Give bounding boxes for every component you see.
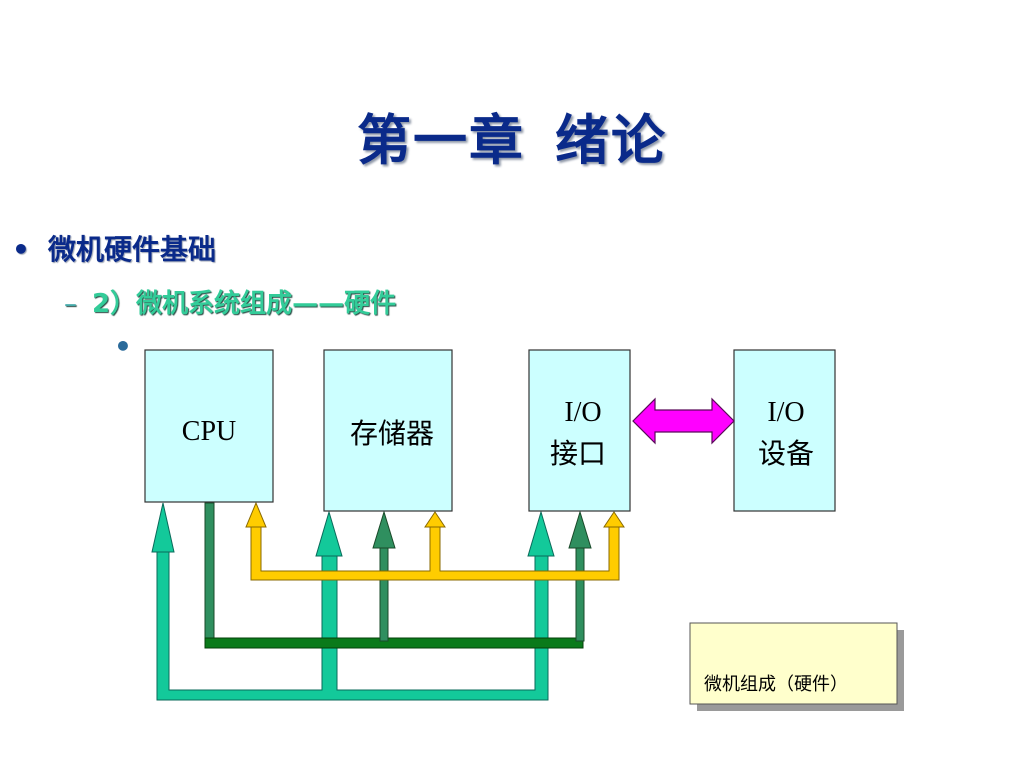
io-double-arrow-icon <box>632 397 735 445</box>
io-interface-label-line2: 接口 <box>550 438 606 470</box>
bullet-dot-small-icon: • <box>114 330 132 363</box>
bullet-level2-text: 2）微机系统组成——硬件 <box>92 289 397 319</box>
data-bus-arrow-memory <box>315 510 343 557</box>
address-bus <box>245 501 625 581</box>
bullet-level2: –2）微机系统组成——硬件 <box>64 283 396 320</box>
control-bus-io-stem <box>575 545 585 642</box>
address-bus-arrow-memory <box>424 511 446 528</box>
cpu-label: CPU <box>182 416 236 447</box>
control-bus-arrow-io <box>568 510 592 549</box>
io-interface-box: I/O 接口 <box>528 349 631 512</box>
control-bus-arrow-memory <box>372 510 396 549</box>
control-bus-memory-stem <box>379 545 389 642</box>
bullet-level1: • 微机硬件基础 <box>12 228 216 268</box>
title-chapter: 第一章 <box>357 109 525 172</box>
io-device-label-line1: I/O <box>767 397 804 428</box>
caption-text: 微机组成（硬件） <box>704 674 848 695</box>
cpu-box: CPU <box>144 349 274 503</box>
control-bus-cpu-drop <box>204 502 215 644</box>
slide-title: 第一章绪论 <box>0 96 1024 175</box>
data-bus <box>151 502 555 701</box>
bullet-dash-icon: – <box>64 289 77 319</box>
bullet-dot-icon: • <box>12 233 30 266</box>
address-bus-line <box>250 525 620 581</box>
io-interface-label-line1: I/O <box>564 397 601 428</box>
control-bus <box>204 502 592 649</box>
io-device-box: I/O 设备 <box>733 349 836 512</box>
data-bus-line <box>156 551 549 701</box>
data-bus-arrow-io <box>527 510 555 557</box>
address-bus-arrow-cpu <box>245 501 267 528</box>
address-bus-arrow-io <box>603 511 625 528</box>
control-bus-bar <box>204 637 584 649</box>
data-bus-arrow-cpu <box>151 502 175 553</box>
bullet-level1-text: 微机硬件基础 <box>48 233 217 266</box>
memory-box: 存储器 <box>323 349 453 512</box>
title-topic: 绪论 <box>555 109 667 172</box>
caption-box: 微机组成（硬件） <box>689 622 904 711</box>
io-device-label-line2: 设备 <box>758 438 814 470</box>
bullet-level3: • <box>114 330 132 363</box>
memory-label: 存储器 <box>350 418 434 450</box>
